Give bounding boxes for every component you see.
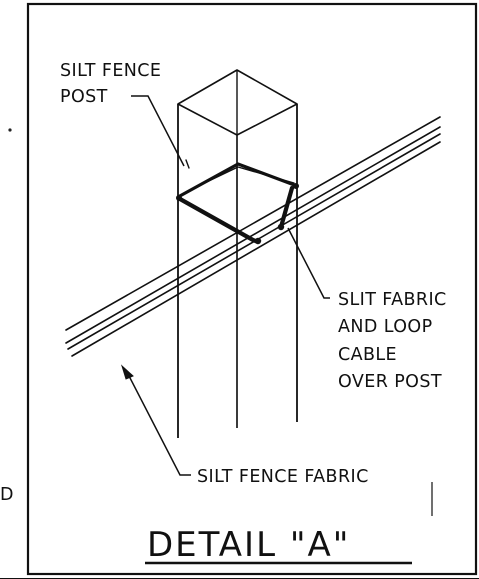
- fabric-leader: [120, 364, 191, 476]
- edge-mark: D: [0, 485, 14, 505]
- fabric-label: SILT FENCE FABRIC: [197, 467, 369, 487]
- post-leader: [131, 95, 185, 167]
- silt-fence-post: [177, 69, 298, 438]
- detail-title: DETAIL "A": [147, 525, 350, 565]
- cable-label-line1: SLIT FABRIC: [338, 290, 447, 310]
- post-label-line2: POST: [60, 87, 108, 107]
- scan-dot: [8, 128, 12, 132]
- detail-frame: [26, 2, 478, 576]
- cable-label-line3: CABLE: [338, 345, 397, 365]
- cable-label-line2: AND LOOP: [338, 317, 433, 337]
- cable-leader: [287, 227, 330, 299]
- post-label-line1: SILT FENCE: [60, 61, 161, 81]
- cable-label-line4: OVER POST: [338, 372, 442, 392]
- loop-cable: [176, 159, 299, 245]
